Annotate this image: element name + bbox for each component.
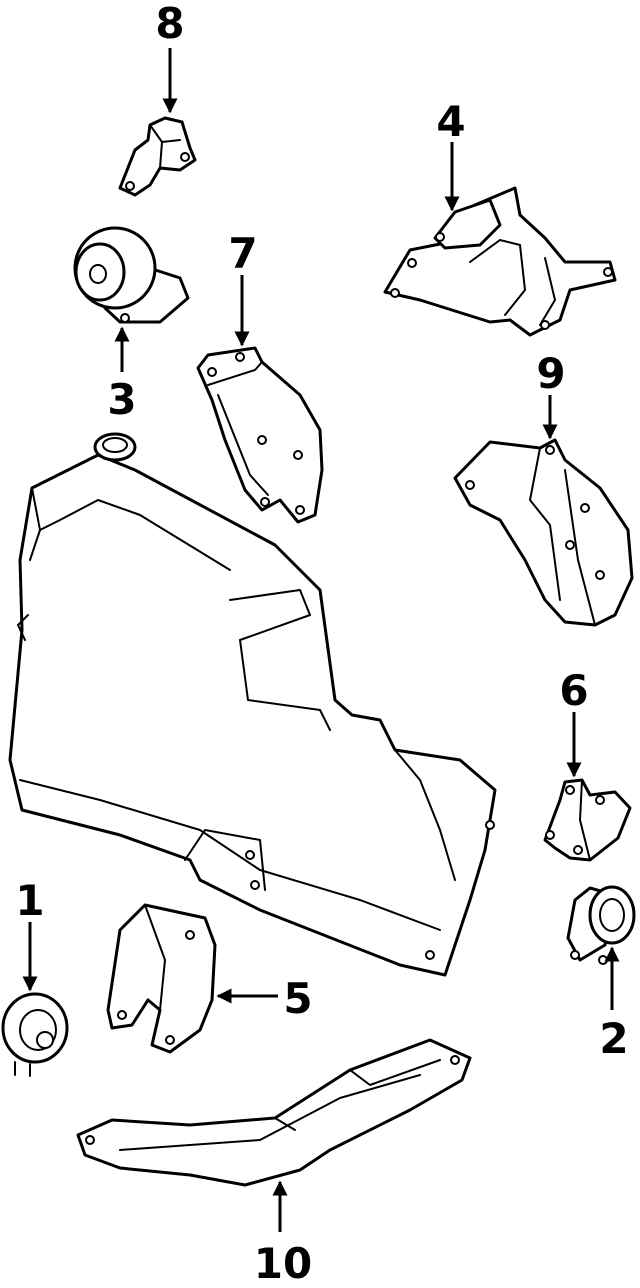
engine-transaxle-outline (8, 432, 497, 977)
part-1-round-insulator (1, 992, 69, 1077)
callout-5: 5 (283, 974, 312, 1023)
part-6-small-bracket (543, 778, 632, 862)
callout-2: 2 (599, 1014, 628, 1063)
callout-6: 6 (559, 666, 588, 715)
part-4-transaxle-mount (383, 186, 617, 337)
callout-labels: 8 3 7 4 9 6 2 1 5 10 (15, 0, 628, 1288)
part-5-lower-bracket (106, 903, 217, 1054)
part-9-mount-bracket (453, 438, 634, 627)
callout-3: 3 (107, 375, 136, 424)
callout-4: 4 (436, 97, 465, 146)
callout-8: 8 (155, 0, 184, 48)
callout-10: 10 (254, 1239, 312, 1288)
part-7-vertical-bracket (196, 346, 324, 524)
callout-1: 1 (15, 876, 44, 925)
callout-7: 7 (228, 229, 257, 278)
part-8-mount-bracket (118, 116, 197, 197)
part-2-cylindrical-mount (566, 885, 636, 965)
callout-9: 9 (536, 349, 565, 398)
part-10-crossmember (76, 1038, 472, 1187)
callout-leaders (22, 48, 620, 1232)
part-3-round-engine-mount (73, 226, 190, 324)
